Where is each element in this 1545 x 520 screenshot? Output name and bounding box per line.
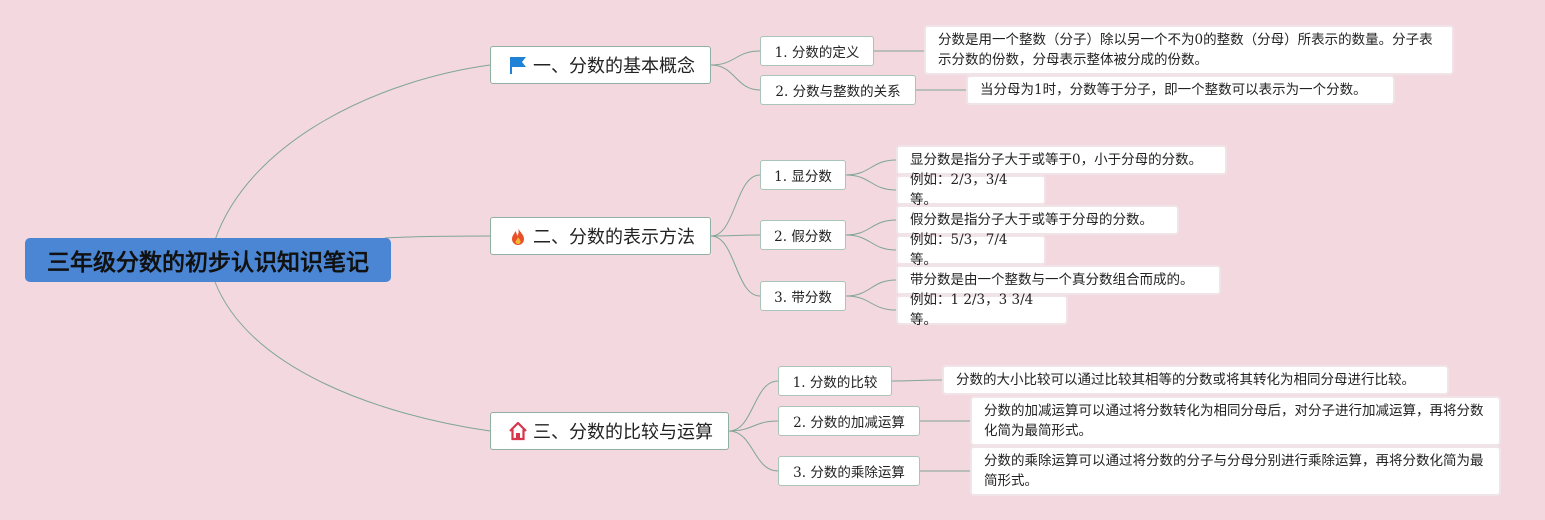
connector-line bbox=[845, 279, 897, 297]
note-text: 例如：5/3，7/4等。 bbox=[910, 232, 1008, 268]
note-text: 当分母为1时，分数等于分子，即一个整数可以表示为一个分数。 bbox=[980, 82, 1367, 98]
note-relation[interactable]: 当分母为1时，分数等于分子，即一个整数可以表示为一个分数。 bbox=[966, 75, 1395, 105]
note-improper-example[interactable]: 例如：5/3，7/4等。 bbox=[896, 232, 1046, 268]
connector-line bbox=[845, 159, 897, 176]
connector-line bbox=[214, 64, 491, 241]
topic-label: 1. 分数的定义 bbox=[774, 45, 860, 61]
topic-proper-fraction[interactable]: 1. 显分数 bbox=[760, 160, 846, 190]
branch-label: 三、分数的比较与运算 bbox=[533, 422, 713, 443]
branch-label: 二、分数的表示方法 bbox=[533, 227, 695, 248]
note-text: 分数的乘除运算可以通过将分数的分子与分母分别进行乘除运算，再将分数化简为最简形式… bbox=[984, 453, 1484, 489]
topic-addition-subtraction[interactable]: 2. 分数的加减运算 bbox=[778, 406, 920, 436]
note-text: 假分数是指分子大于或等于分母的分数。 bbox=[910, 212, 1153, 228]
topic-label: 2. 分数的加减运算 bbox=[793, 415, 905, 431]
connector-line bbox=[728, 380, 779, 432]
note-proper-definition[interactable]: 显分数是指分子大于或等于0，小于分母的分数。 bbox=[896, 145, 1227, 175]
note-mixed-definition[interactable]: 带分数是由一个整数与一个真分数组合而成的。 bbox=[896, 265, 1221, 295]
connector-line bbox=[845, 234, 897, 251]
topic-label: 3. 分数的乘除运算 bbox=[793, 465, 905, 481]
note-proper-example[interactable]: 例如：2/3，3/4等。 bbox=[896, 172, 1046, 208]
connector-line bbox=[845, 219, 897, 236]
note-text: 分数的加减运算可以通过将分数转化为相同分母后，对分子进行加减运算，再将分数化简为… bbox=[984, 403, 1484, 439]
topic-comparison[interactable]: 1. 分数的比较 bbox=[778, 366, 892, 396]
topic-fraction-integer-relation[interactable]: 2. 分数与整数的关系 bbox=[760, 75, 916, 105]
root-topic-label: 三年级分数的初步认识知识笔记 bbox=[47, 250, 369, 276]
topic-mixed-number[interactable]: 3. 带分数 bbox=[760, 281, 846, 311]
note-text: 分数是用一个整数（分子）除以另一个不为0的整数（分母）所表示的数量。分子表示分数… bbox=[938, 32, 1433, 68]
root-topic[interactable]: 三年级分数的初步认识知识笔记 bbox=[25, 238, 391, 282]
topic-label: 1. 显分数 bbox=[774, 169, 832, 185]
topic-definition[interactable]: 1. 分数的定义 bbox=[760, 36, 874, 66]
fire-icon bbox=[507, 225, 529, 247]
note-multiplication-division[interactable]: 分数的乘除运算可以通过将分数的分子与分母分别进行乘除运算，再将分数化简为最简形式… bbox=[970, 446, 1501, 496]
note-text: 分数的大小比较可以通过比较其相等的分数或将其转化为相同分母进行比较。 bbox=[956, 372, 1415, 388]
branch-comparison-operations[interactable]: 三、分数的比较与运算 bbox=[490, 412, 729, 450]
connector-line bbox=[845, 295, 897, 311]
home-icon bbox=[507, 420, 529, 442]
topic-improper-fraction[interactable]: 2. 假分数 bbox=[760, 220, 846, 250]
topic-label: 2. 分数与整数的关系 bbox=[775, 84, 901, 100]
connector-line bbox=[710, 50, 761, 66]
connector-line bbox=[710, 234, 761, 237]
note-mixed-example[interactable]: 例如：1 2/3，3 3/4等。 bbox=[896, 292, 1068, 328]
connector-line bbox=[845, 174, 897, 191]
connector-line bbox=[384, 235, 491, 239]
connector-line bbox=[710, 64, 761, 91]
connector-line bbox=[728, 430, 779, 472]
note-comparison[interactable]: 分数的大小比较可以通过比较其相等的分数或将其转化为相同分母进行比较。 bbox=[942, 365, 1449, 395]
note-text: 显分数是指分子大于或等于0，小于分母的分数。 bbox=[910, 152, 1203, 168]
topic-multiplication-division[interactable]: 3. 分数的乘除运算 bbox=[778, 456, 920, 486]
connector-line bbox=[710, 235, 761, 297]
connector-line bbox=[728, 420, 779, 432]
topic-label: 3. 带分数 bbox=[774, 290, 832, 306]
flag-icon bbox=[507, 54, 529, 76]
note-addition-subtraction[interactable]: 分数的加减运算可以通过将分数转化为相同分母后，对分子进行加减运算，再将分数化简为… bbox=[970, 396, 1501, 446]
topic-label: 2. 假分数 bbox=[774, 229, 832, 245]
branch-label: 一、分数的基本概念 bbox=[533, 56, 695, 77]
topic-label: 1. 分数的比较 bbox=[792, 375, 878, 391]
note-text: 例如：1 2/3，3 3/4等。 bbox=[910, 292, 1034, 328]
branch-representation[interactable]: 二、分数的表示方法 bbox=[490, 217, 711, 255]
connector-line bbox=[214, 281, 491, 432]
note-text: 带分数是由一个整数与一个真分数组合而成的。 bbox=[910, 272, 1194, 288]
note-definition[interactable]: 分数是用一个整数（分子）除以另一个不为0的整数（分母）所表示的数量。分子表示分数… bbox=[924, 25, 1454, 75]
note-improper-definition[interactable]: 假分数是指分子大于或等于分母的分数。 bbox=[896, 205, 1179, 235]
note-text: 例如：2/3，3/4等。 bbox=[910, 172, 1008, 208]
connector-line bbox=[710, 174, 761, 237]
connector-line bbox=[891, 379, 943, 382]
branch-basic-concept[interactable]: 一、分数的基本概念 bbox=[490, 46, 711, 84]
